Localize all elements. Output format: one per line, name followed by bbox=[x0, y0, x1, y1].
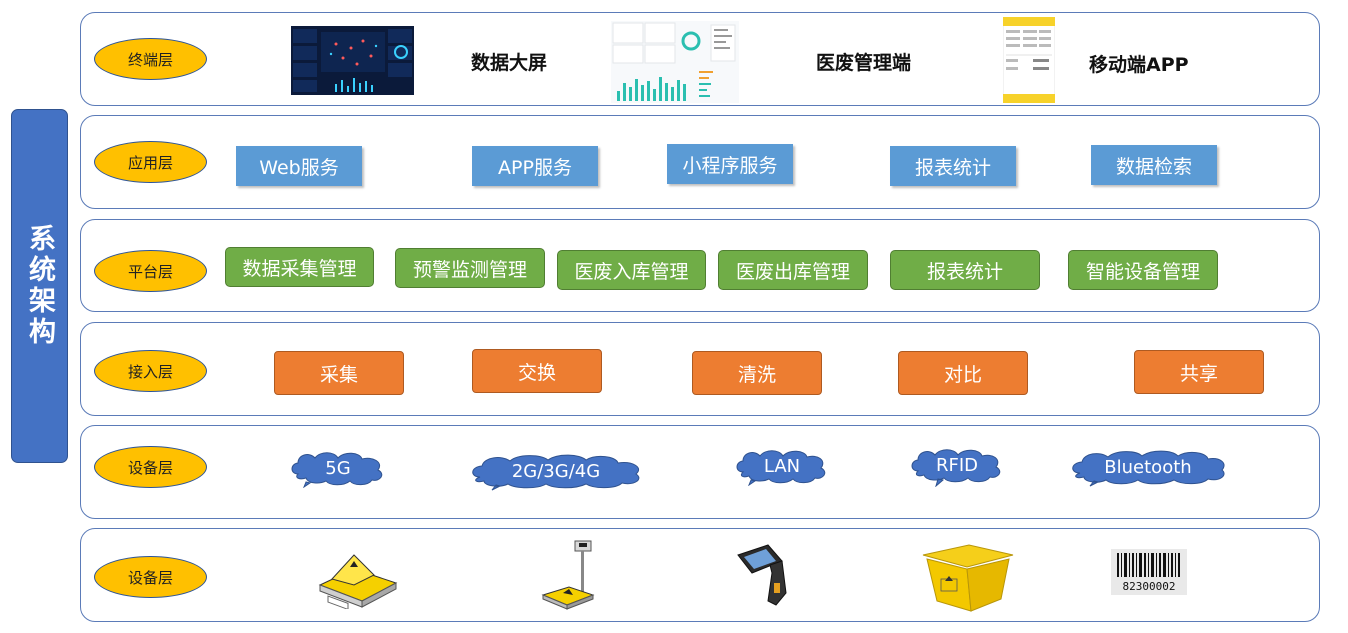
platform-module-box: 数据采集管理 bbox=[225, 247, 374, 287]
platform-layer-row: 平台层 数据采集管理 预警监测管理 医废入库管理 医废出库管理 报表统计 智能设… bbox=[80, 219, 1320, 312]
scale-icon bbox=[314, 549, 400, 611]
application-layer-row: 应用层 Web服务 APP服务 小程序服务 报表统计 数据检索 bbox=[80, 115, 1320, 209]
network-cloud-label: Bluetooth bbox=[1104, 456, 1192, 478]
application-service-box: APP服务 bbox=[472, 146, 598, 186]
network-cloud-label: 5G bbox=[325, 457, 351, 479]
terminal-item-label: 医废管理端 bbox=[816, 52, 912, 74]
application-service-box: 小程序服务 bbox=[667, 144, 793, 184]
access-layer-row: 接入层 采集 交换 清洗 对比 共享 bbox=[80, 322, 1320, 416]
medical-waste-bin-icon bbox=[919, 541, 1017, 613]
device-layer-row: 设备层 bbox=[80, 528, 1320, 622]
platform-module-box: 医废出库管理 bbox=[718, 250, 868, 290]
platform-module-box: 报表统计 bbox=[890, 250, 1040, 290]
cloud-icon bbox=[736, 450, 826, 486]
access-layer-label: 接入层 bbox=[94, 350, 207, 392]
application-layer-label: 应用层 bbox=[94, 141, 207, 183]
network-cloud: RFID bbox=[908, 445, 1006, 487]
mobile-app-thumbnail bbox=[1002, 16, 1056, 104]
network-cloud: LAN bbox=[733, 446, 831, 486]
platform-scale-icon bbox=[539, 537, 595, 613]
cloud-icon bbox=[472, 454, 640, 491]
device-layer-label: 设备层 bbox=[94, 556, 207, 598]
network-cloud: 5G bbox=[288, 448, 388, 488]
access-step-box: 清洗 bbox=[692, 351, 822, 395]
access-step-box: 采集 bbox=[274, 351, 404, 395]
network-layer-row: 设备层 5G 2G/3G/4G LAN RFID Bluetooth bbox=[80, 425, 1320, 519]
network-cloud: Bluetooth bbox=[1068, 447, 1228, 487]
platform-module-box: 医废入库管理 bbox=[557, 250, 706, 290]
application-service-box: 报表统计 bbox=[890, 146, 1016, 186]
cloud-icon bbox=[911, 449, 1001, 487]
side-title-text: 系统架构 bbox=[24, 224, 55, 348]
platform-module-box: 预警监测管理 bbox=[395, 248, 545, 288]
network-cloud: 2G/3G/4G bbox=[468, 451, 644, 491]
terminal-item-label: 数据大屏 bbox=[471, 52, 548, 74]
application-service-box: 数据检索 bbox=[1091, 145, 1217, 185]
cloud-icon bbox=[291, 452, 383, 488]
network-cloud-label: RFID bbox=[935, 454, 979, 476]
access-step-box: 共享 bbox=[1134, 350, 1264, 394]
barcode-number: 82300002 bbox=[1122, 580, 1176, 593]
dashboard-screen-thumbnail bbox=[291, 26, 414, 95]
terminal-item-label: 移动端APP bbox=[1089, 54, 1189, 76]
platform-layer-label: 平台层 bbox=[94, 250, 207, 292]
platform-module-box: 智能设备管理 bbox=[1068, 250, 1218, 290]
access-step-box: 交换 bbox=[472, 349, 602, 393]
barcode-icon: 82300002 bbox=[1111, 549, 1187, 595]
application-service-box: Web服务 bbox=[236, 146, 362, 186]
terminal-layer-label: 终端层 bbox=[94, 38, 207, 80]
cloud-icon bbox=[1072, 450, 1225, 487]
terminal-layer-row: 终端层 数据大屏 bbox=[80, 12, 1320, 106]
network-cloud-label: 2G/3G/4G bbox=[511, 460, 601, 482]
network-cloud-label: LAN bbox=[763, 455, 801, 477]
handheld-scanner-icon bbox=[734, 543, 792, 609]
access-step-box: 对比 bbox=[898, 351, 1028, 395]
network-layer-label: 设备层 bbox=[94, 446, 207, 488]
side-title: 系统架构 bbox=[11, 109, 68, 463]
admin-console-thumbnail bbox=[611, 21, 739, 103]
